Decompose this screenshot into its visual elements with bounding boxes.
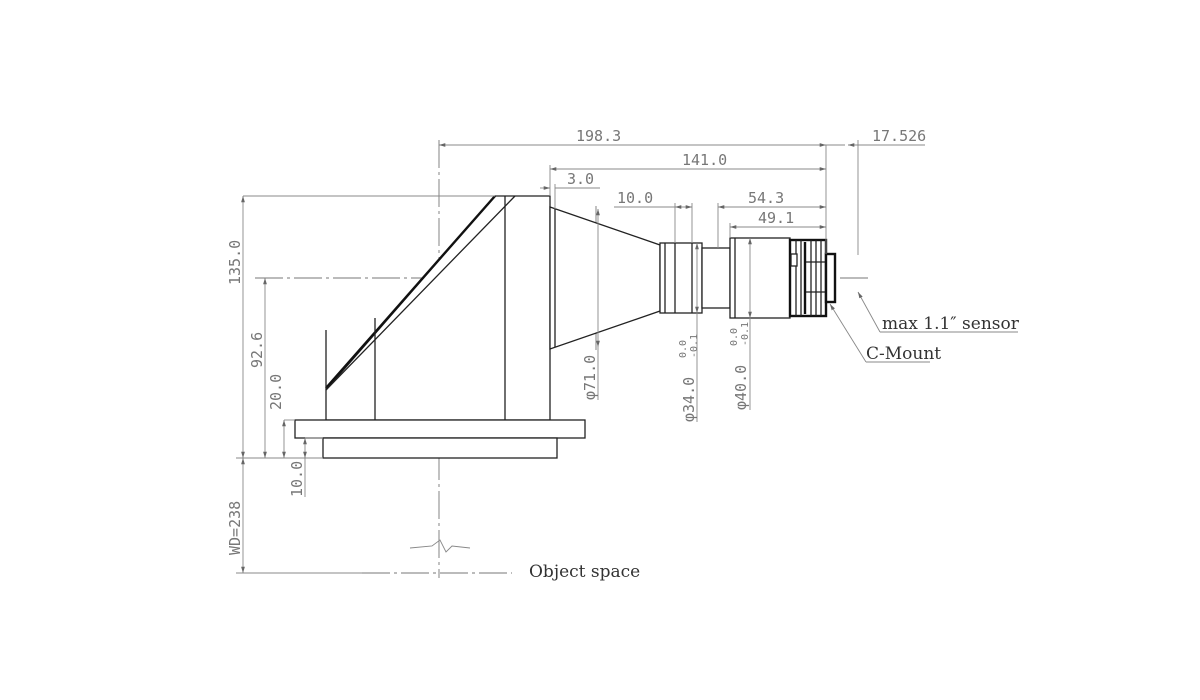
- callout-object-space: Object space: [529, 562, 640, 582]
- dim-working-distance: WD=238: [226, 501, 244, 555]
- dim-dia-rear-tol-lower: -0.1: [740, 322, 751, 346]
- mount-flange: [824, 252, 837, 304]
- dim-dia-ring-tol-lower: -0.1: [689, 334, 700, 358]
- prism-housing: [325, 195, 551, 421]
- dimension-labels: 198.3 141.0 17.526 3.0 10.0 54.3 49.1 13…: [226, 127, 926, 555]
- dim-dia-ring-tol-upper: 0.0: [678, 340, 689, 358]
- dim-back-focus: 17.526: [872, 127, 926, 145]
- dim-dia-rear: φ40.0: [732, 365, 750, 410]
- dim-rear-length: 54.3: [748, 189, 784, 207]
- base-foot: [322, 437, 558, 459]
- dimension-lines: [236, 140, 1018, 574]
- dim-dia-rear-tol-upper: 0.0: [729, 328, 740, 346]
- cone-section: [549, 206, 661, 350]
- dim-overall-length: 198.3: [576, 127, 621, 145]
- dim-total-height: 135.0: [226, 240, 244, 285]
- dim-barrel-length: 141.0: [682, 151, 727, 169]
- callout-sensor: max 1.1″ sensor: [882, 314, 1020, 334]
- dim-dia-cone: φ71.0: [581, 355, 599, 400]
- dim-flange-offset: 3.0: [567, 170, 594, 188]
- focus-ring: [659, 242, 703, 314]
- dim-ring-width: 10.0: [617, 189, 653, 207]
- dim-rear-barrel: 49.1: [758, 209, 794, 227]
- dim-base-step: 20.0: [267, 374, 285, 410]
- dim-dia-ring: φ34.0: [680, 377, 698, 422]
- dim-axis-height: 92.6: [248, 332, 266, 368]
- base-plate: [294, 419, 586, 439]
- dim-base-thickness: 10.0: [288, 461, 306, 497]
- lock-screw: [790, 253, 798, 267]
- rear-barrel: [729, 237, 791, 319]
- callouts: max 1.1″ sensor C-Mount Object space: [529, 314, 1020, 582]
- lens-body: [294, 195, 837, 459]
- callout-mount: C-Mount: [866, 344, 941, 364]
- mirror-edge: [325, 195, 496, 389]
